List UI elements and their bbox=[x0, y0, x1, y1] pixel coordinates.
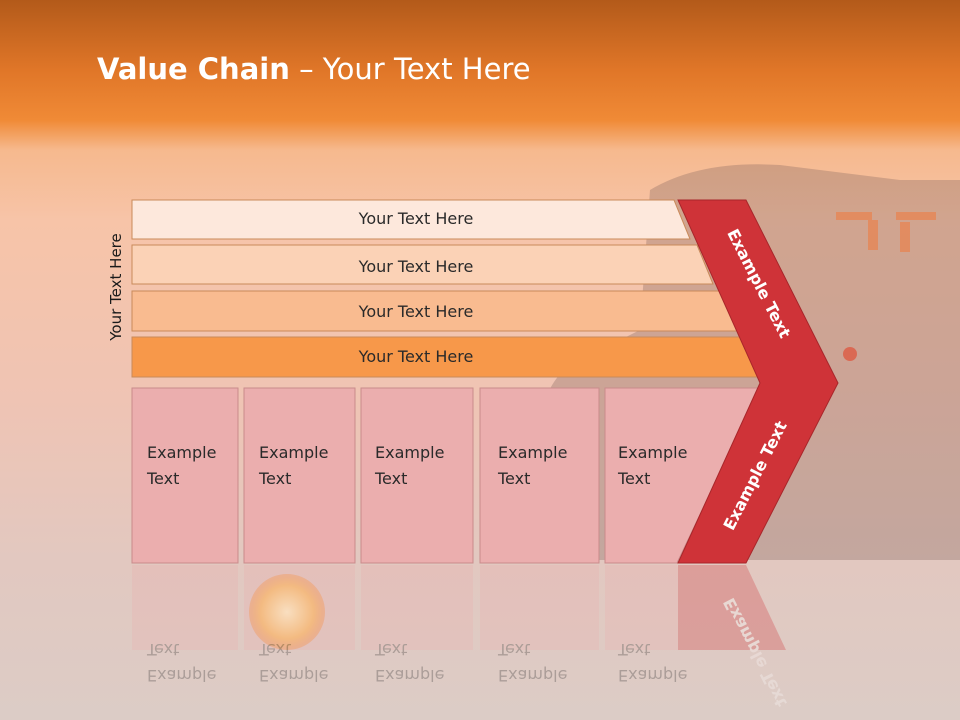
reflection-column-2-line2: Text bbox=[258, 640, 291, 659]
column-1-line2: Text bbox=[146, 469, 179, 488]
column-2-line1: Example bbox=[259, 443, 328, 462]
reflection-column-5 bbox=[605, 565, 719, 650]
reflection-column-5-line2: Text bbox=[617, 640, 650, 659]
column-4: Example Text bbox=[479, 387, 600, 564]
row-1: Your Text Here bbox=[131, 199, 691, 240]
window-openings bbox=[836, 212, 936, 252]
row-2: Your Text Here bbox=[131, 244, 714, 285]
column-2-line2: Text bbox=[258, 469, 291, 488]
column-5-line2: Text bbox=[617, 469, 650, 488]
sun bbox=[249, 574, 325, 650]
column-1-line1: Example bbox=[147, 443, 216, 462]
row-2-label: Your Text Here bbox=[358, 257, 474, 276]
reflection-chevron bbox=[678, 565, 786, 650]
column-3-line1: Example bbox=[375, 443, 444, 462]
reflection-column-4 bbox=[480, 565, 599, 650]
column-3-box bbox=[360, 387, 474, 564]
reflection-column-4-line2: Text bbox=[497, 640, 530, 659]
row-3-label: Your Text Here bbox=[358, 302, 474, 321]
reflection-column-2 bbox=[244, 565, 355, 650]
column-5: Example Text bbox=[604, 387, 761, 564]
row-3: Your Text Here bbox=[131, 290, 738, 332]
row-2-bar bbox=[131, 244, 714, 285]
column-3-line2: Text bbox=[374, 469, 407, 488]
column-4-line2: Text bbox=[497, 469, 530, 488]
row-4-label: Your Text Here bbox=[358, 347, 474, 366]
margin-chevron: Example Text Example Text bbox=[677, 199, 839, 564]
column-2: Example Text bbox=[243, 387, 356, 564]
row-1-label: Your Text Here bbox=[358, 209, 474, 228]
reflection-column-4-line1: Example bbox=[498, 666, 567, 685]
column-4-line1: Example bbox=[498, 443, 567, 462]
column-5-box bbox=[604, 387, 761, 564]
reflection-column-1 bbox=[132, 565, 238, 650]
column-4-box bbox=[479, 387, 600, 564]
title-rest: – Your Text Here bbox=[289, 52, 531, 86]
reflection-column-5-line1: Example bbox=[618, 666, 687, 685]
title-bold: Value Chain bbox=[97, 52, 290, 86]
column-1: Example Text bbox=[131, 387, 239, 564]
reflection-column-3 bbox=[361, 565, 473, 650]
column-5-line1: Example bbox=[618, 443, 687, 462]
slide-title: Value Chain – Your Text Here bbox=[97, 52, 531, 86]
chevron-shape bbox=[677, 199, 839, 564]
reflection-column-3-line1: Example bbox=[375, 666, 444, 685]
reflection-column-2-line1: Example bbox=[259, 666, 328, 685]
row-1-bar bbox=[131, 199, 691, 240]
reflection-column-3-line2: Text bbox=[374, 640, 407, 659]
column-1-box bbox=[131, 387, 239, 564]
reflection-column-1-line1: Example bbox=[147, 666, 216, 685]
tail-light bbox=[843, 347, 857, 361]
reflection-column-1-line2: Text bbox=[146, 640, 179, 659]
row-4: Your Text Here bbox=[131, 336, 763, 378]
column-3: Example Text bbox=[360, 387, 474, 564]
diagram-reflection: Example Text Example Text Example Text E… bbox=[132, 565, 791, 710]
column-2-box bbox=[243, 387, 356, 564]
